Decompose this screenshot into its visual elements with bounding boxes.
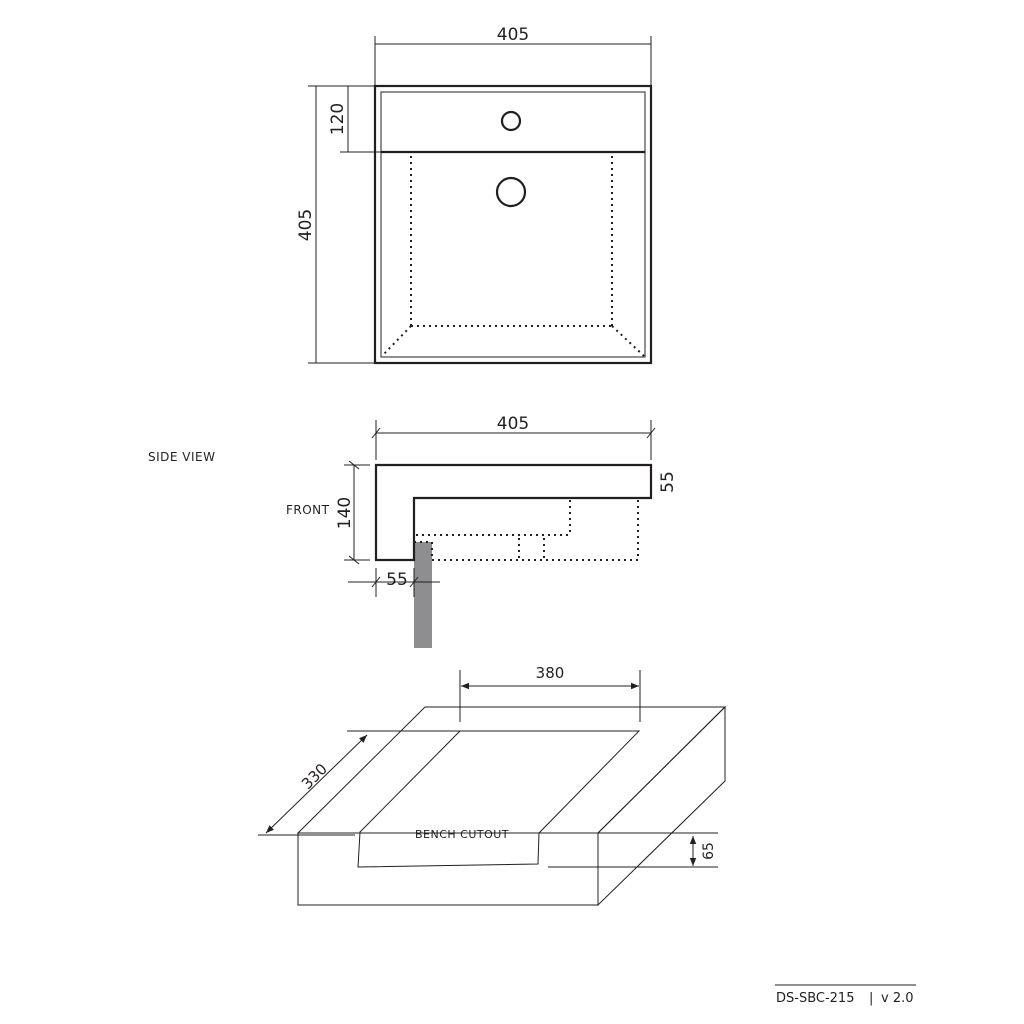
top-depth-dimension: 405 [296, 85, 375, 364]
front-wall-label: 55 [386, 570, 408, 590]
side-view-title: SIDE VIEW [148, 450, 216, 464]
tap-hole [500, 110, 522, 132]
cutout-width-label: 380 [536, 664, 565, 682]
cutout-opening [357, 730, 641, 868]
top-width-label: 405 [497, 25, 529, 45]
deck-dimension: 120 [328, 86, 381, 153]
cutout-depth-dimension: 330 [258, 730, 460, 836]
basin-profile [374, 463, 653, 562]
bowl-hidden-lines [381, 156, 645, 357]
side-hidden-lines [414, 500, 639, 561]
cutout-width-dimension: 380 [459, 664, 641, 722]
bench-thickness-dimension: 65 [548, 832, 718, 868]
height-dimension: 140 [335, 460, 370, 565]
side-width-label: 405 [497, 414, 529, 434]
doc-code: DS-SBC-215 [776, 991, 854, 1006]
waste-hole [495, 176, 527, 208]
doc-version: v 2.0 [881, 991, 914, 1006]
side-width-dimension: 405 [371, 414, 656, 460]
front-wall-dimension: 55 [348, 568, 440, 597]
top-width-dimension: 405 [374, 25, 652, 86]
top-thickness-label: 55 [658, 471, 678, 493]
top-depth-label: 405 [296, 209, 316, 241]
bench-front-face [297, 832, 599, 906]
bench-cutout-view: BENCH CUTOUT 380 330 65 [258, 664, 727, 907]
bench-thickness-label: 65 [701, 842, 717, 860]
basin-outline [373, 84, 653, 365]
footer-separator: | [869, 991, 873, 1006]
deck-label: 120 [328, 103, 348, 135]
cutout-depth-label: 330 [298, 760, 331, 793]
height-label: 140 [335, 497, 355, 529]
side-view: SIDE VIEW FRONT 405 55 [148, 414, 678, 648]
top-view: 405 405 120 [296, 25, 653, 365]
cabinet-post [414, 542, 432, 648]
front-label: FRONT [286, 503, 330, 517]
basin-inner-outline [380, 91, 646, 358]
bench-cutout-label: BENCH CUTOUT [415, 828, 509, 841]
footer: DS-SBC-215 | v 2.0 [775, 984, 916, 1006]
bench-side-face [597, 705, 726, 907]
